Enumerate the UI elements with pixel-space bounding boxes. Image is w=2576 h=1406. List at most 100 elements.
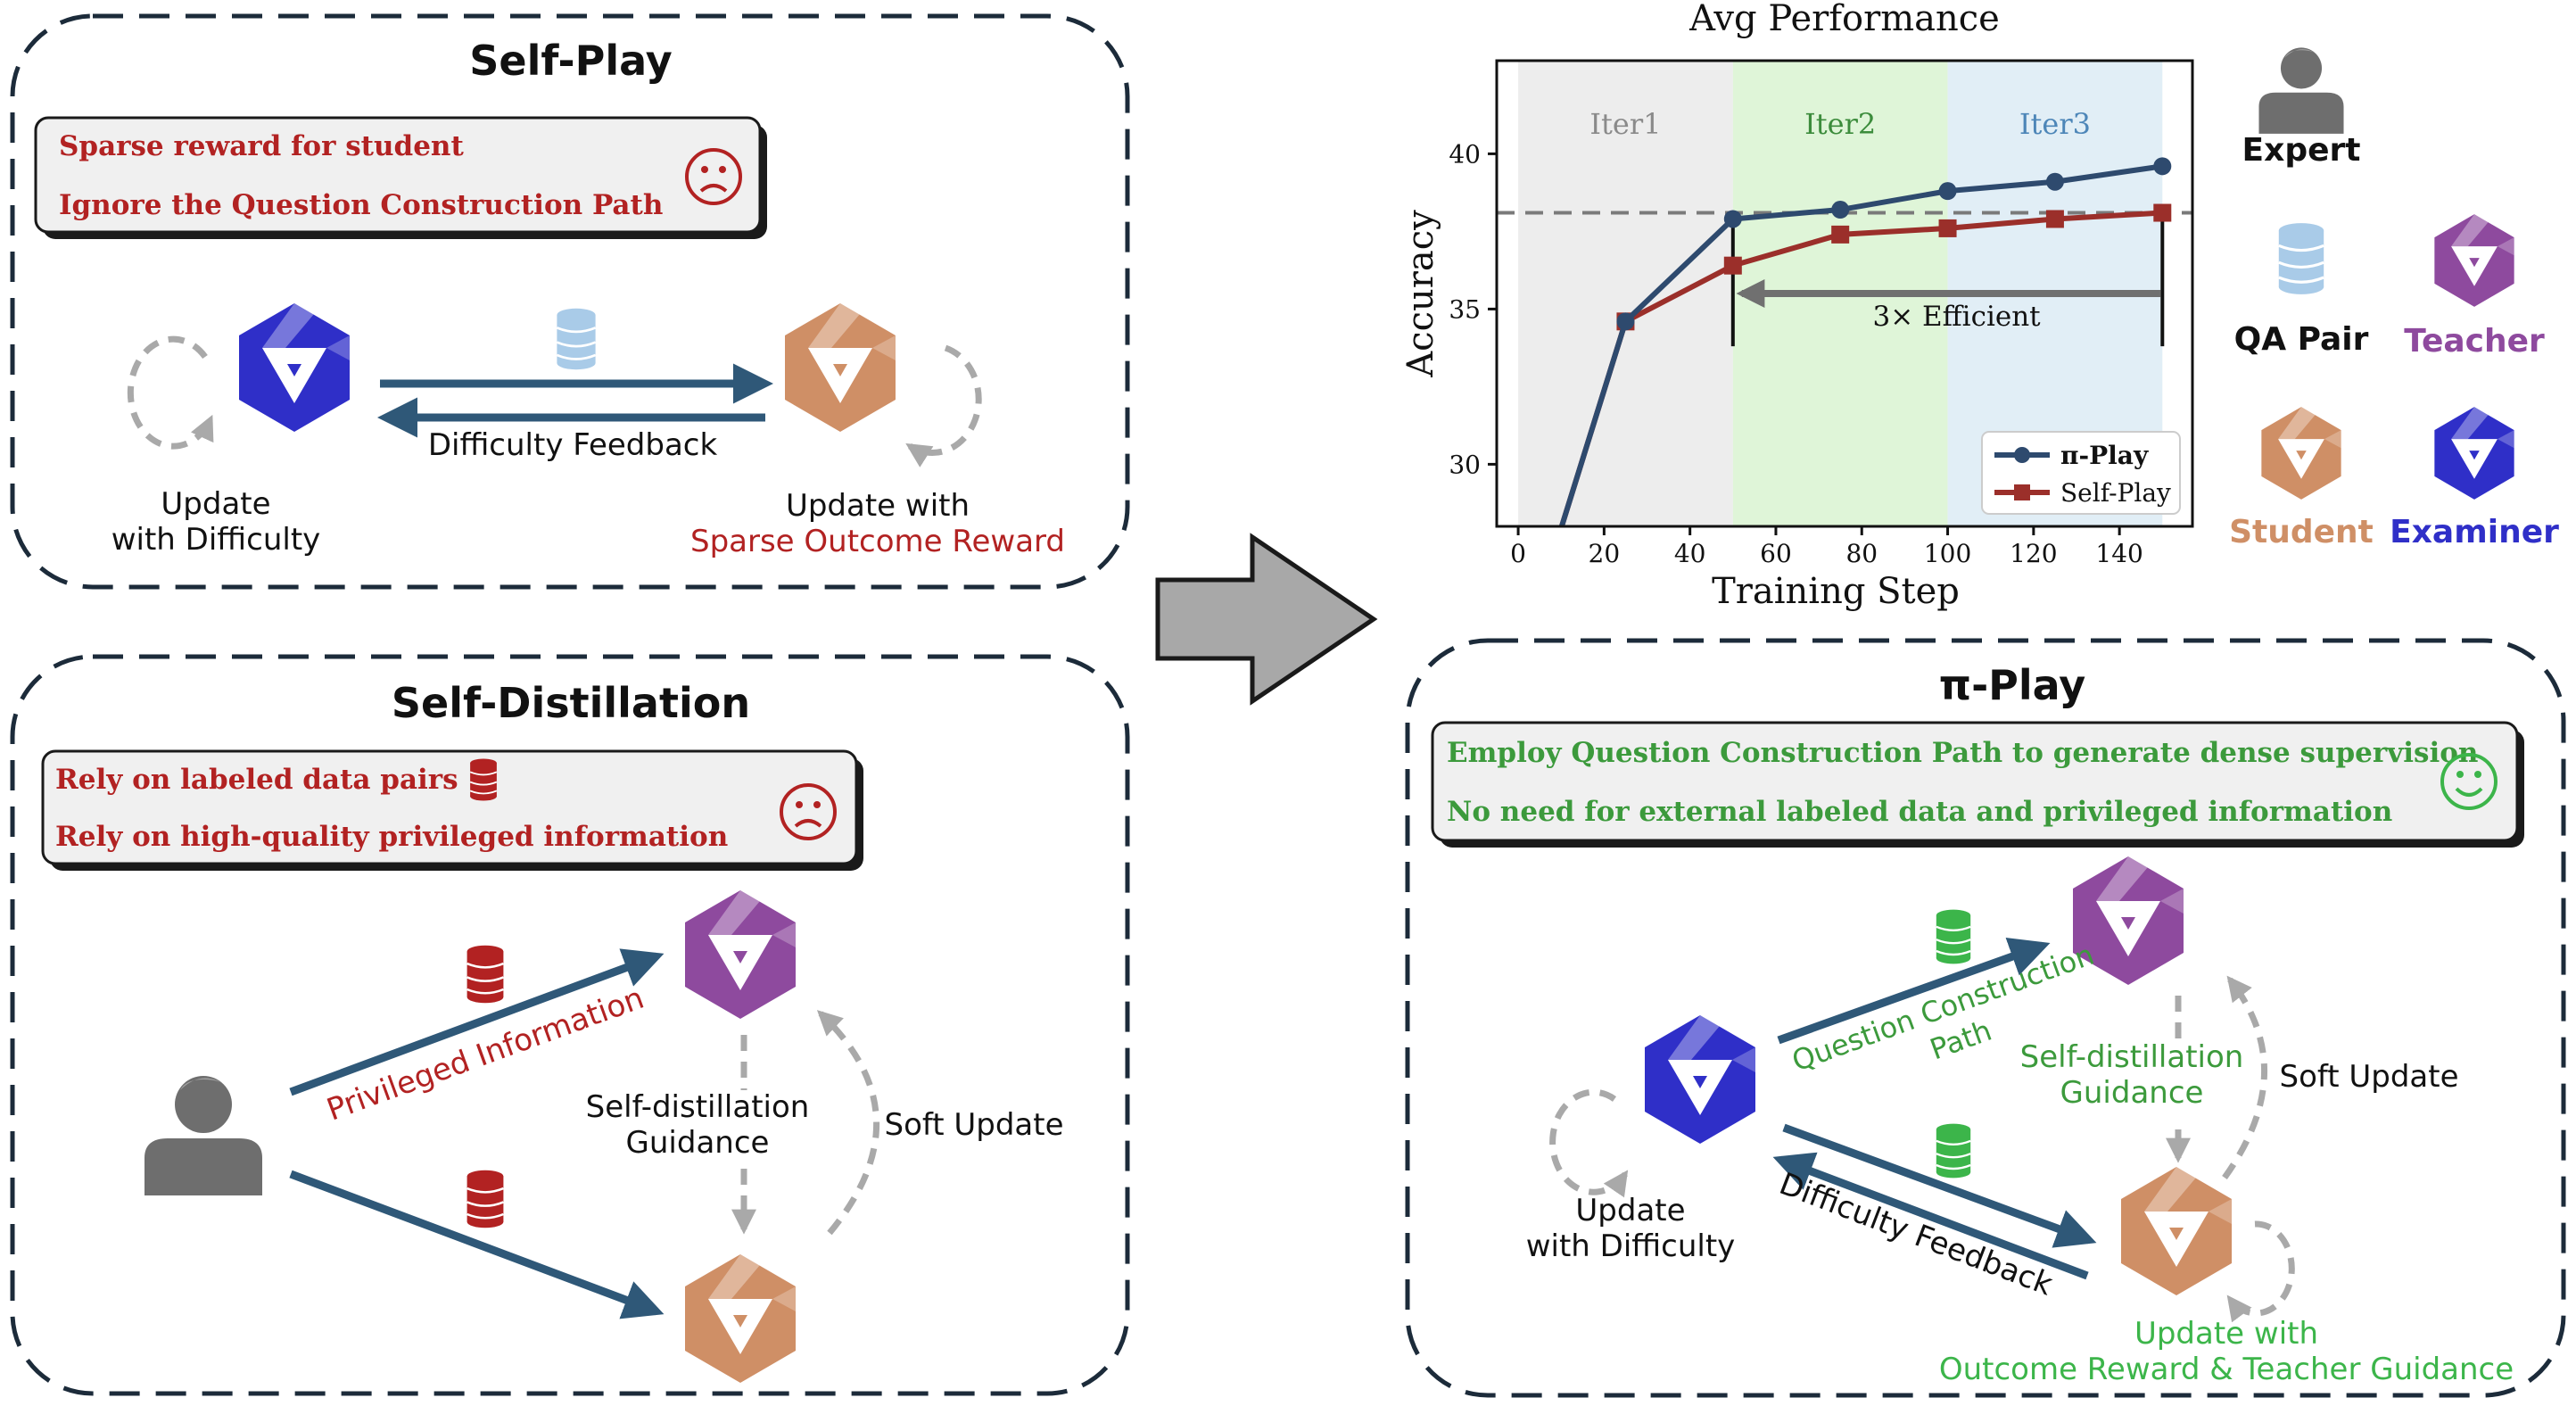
difficulty-feedback-label: Difficulty Feedback	[1774, 1166, 2057, 1303]
series-2-point-3	[1723, 256, 1742, 275]
series-1-point-4	[1831, 201, 1850, 219]
qcp-db-icon	[1935, 908, 1972, 965]
guidance-label-bg	[580, 1090, 910, 1167]
guidance-label-line-2: Guidance	[626, 1125, 770, 1161]
pi-play-panel: π-Play Employ Question Construction Path…	[1405, 638, 2566, 1398]
expert-to-teacher-arrow	[289, 948, 665, 1096]
feedback-arrow-to-examiner	[1772, 1152, 2089, 1280]
examiner-self-loop	[127, 335, 214, 450]
student-logo-icon	[785, 303, 896, 432]
x-tick-label-5: 80	[1845, 539, 1878, 568]
legend-marker-2	[2014, 484, 2030, 500]
soft-update-arrow	[816, 1010, 879, 1236]
series-1-point-5	[1938, 182, 1957, 201]
difficulty-feedback-label: Difficulty Feedback	[428, 427, 718, 463]
legend-label-1: π-Play	[2060, 441, 2149, 470]
examiner-caption-line-2: with Difficulty	[111, 522, 321, 558]
self-play-issue-box: Sparse reward for student Ignore the Que…	[34, 116, 767, 239]
series-1-point-7	[2153, 157, 2172, 176]
pi-guidance-label-line-1: Self-distillation	[2020, 1039, 2244, 1075]
efficiency-label: 3× Efficient	[1872, 301, 2041, 333]
series-1-point-6	[2045, 172, 2064, 191]
qa-arrow-to-student	[1782, 1123, 2097, 1248]
y-tick-label-2: 35	[1449, 294, 1481, 324]
examiner-logo-icon	[1645, 1015, 1755, 1144]
qa-pair-db-icon	[556, 307, 597, 371]
teacher-legend-icon	[2434, 214, 2514, 307]
plot-frame	[1495, 59, 2194, 528]
expert-legend-label: Expert	[2242, 132, 2361, 169]
sad-face-icon	[780, 783, 837, 840]
transition-arrow	[1155, 533, 1378, 706]
series-2-point-6	[2045, 210, 2064, 228]
x-tick-label-3: 40	[1674, 539, 1706, 568]
examiner-logo-icon	[239, 303, 350, 432]
pi-play-benefit-1: Employ Question Construction Path to gen…	[1447, 737, 2478, 769]
student-self-loop	[905, 344, 982, 467]
self-play-border	[10, 13, 1130, 590]
teacher-legend-label: Teacher	[2404, 323, 2545, 360]
iteration-region-1	[1518, 61, 1733, 526]
student-legend-label: Student	[2229, 514, 2374, 550]
x-tick-label-4: 60	[1760, 539, 1792, 568]
pi-guidance-label-bg	[2005, 1038, 2264, 1119]
student-legend-icon	[2261, 407, 2341, 500]
qcp-arrow-to-teacher	[1777, 937, 2051, 1045]
pi-student-caption-line-2: Outcome Reward & Teacher Guidance	[1939, 1352, 2514, 1387]
pi-play-border	[1405, 638, 2566, 1398]
legend-label-2: Self-Play	[2060, 478, 2171, 508]
x-tick-label-8: 140	[2095, 539, 2143, 568]
expert-person-icon	[144, 1076, 262, 1195]
x-axis-label: Training Step	[1712, 571, 1960, 612]
qa-pair-db-icon	[1935, 1122, 1972, 1179]
self-distillation-issue-1: Rely on labeled data pairs	[55, 764, 458, 796]
qa-pair-legend-icon	[2277, 221, 2325, 296]
pi-play-benefit-box: Employ Question Construction Path to gen…	[1431, 721, 2524, 848]
examiner-self-loop	[1549, 1088, 1629, 1198]
pi-guidance-label-line-2: Guidance	[2060, 1075, 2204, 1111]
x-tick-label-1: 0	[1510, 539, 1526, 568]
labeled-pair-db-icon	[466, 1169, 505, 1229]
iteration-label-3: Iter3	[2019, 107, 2091, 141]
series-2-point-4	[1831, 225, 1850, 244]
role-legend: Expert QA Pair Teacher Student Examiner	[2229, 47, 2559, 550]
expert-to-student-arrow	[289, 1170, 665, 1319]
qa-pair-legend-label: QA Pair	[2234, 321, 2369, 358]
soft-update-label: Soft Update	[884, 1107, 1063, 1143]
self-distillation-border	[10, 654, 1130, 1396]
student-logo-icon	[2121, 1167, 2232, 1295]
self-distillation-issue-box: Rely on labeled data pairs Rely on high-…	[41, 749, 863, 871]
happy-face-icon	[2440, 753, 2498, 810]
pi-student-caption-line-1: Update with	[2134, 1316, 2318, 1352]
privileged-db-icon	[466, 944, 505, 1005]
sad-face-icon	[685, 148, 742, 205]
teacher-logo-icon	[685, 890, 796, 1019]
expert-legend-icon	[2258, 47, 2344, 134]
self-play-issue-2: Ignore the Question Construction Path	[59, 189, 663, 221]
soft-update-arrow	[2222, 975, 2268, 1180]
series-2-point-7	[2153, 203, 2172, 222]
student-caption-line-2: Sparse Outcome Reward	[690, 524, 1065, 559]
y-tick-label-3: 40	[1449, 139, 1481, 169]
x-tick-label-2: 20	[1589, 539, 1621, 568]
y-tick-label-1: 30	[1449, 450, 1481, 479]
student-caption-line-1: Update with	[786, 488, 970, 524]
iteration-label-2: Iter2	[1804, 107, 1876, 141]
pi-play-title: π-Play	[1939, 661, 2086, 709]
guidance-label-line-1: Self-distillation	[586, 1089, 810, 1125]
self-play-panel: Self-Play Sparse reward for student Igno…	[10, 13, 1130, 590]
iteration-label-1: Iter1	[1589, 107, 1661, 141]
examiner-caption-line-1: Update	[161, 486, 270, 522]
pi-examiner-caption-line-2: with Difficulty	[1526, 1228, 1736, 1264]
student-logo-icon	[685, 1254, 796, 1383]
pi-examiner-caption-line-1: Update	[1575, 1193, 1685, 1228]
student-self-loop	[2226, 1220, 2295, 1323]
self-play-title: Self-Play	[469, 37, 672, 85]
chart-title: Avg Performance	[1688, 0, 2000, 39]
series-1-point-2	[1616, 312, 1635, 331]
examiner-legend-icon	[2434, 407, 2514, 500]
self-play-issue-1: Sparse reward for student	[59, 130, 464, 162]
self-distillation-title: Self-Distillation	[392, 679, 750, 727]
examiner-legend-label: Examiner	[2390, 514, 2559, 550]
